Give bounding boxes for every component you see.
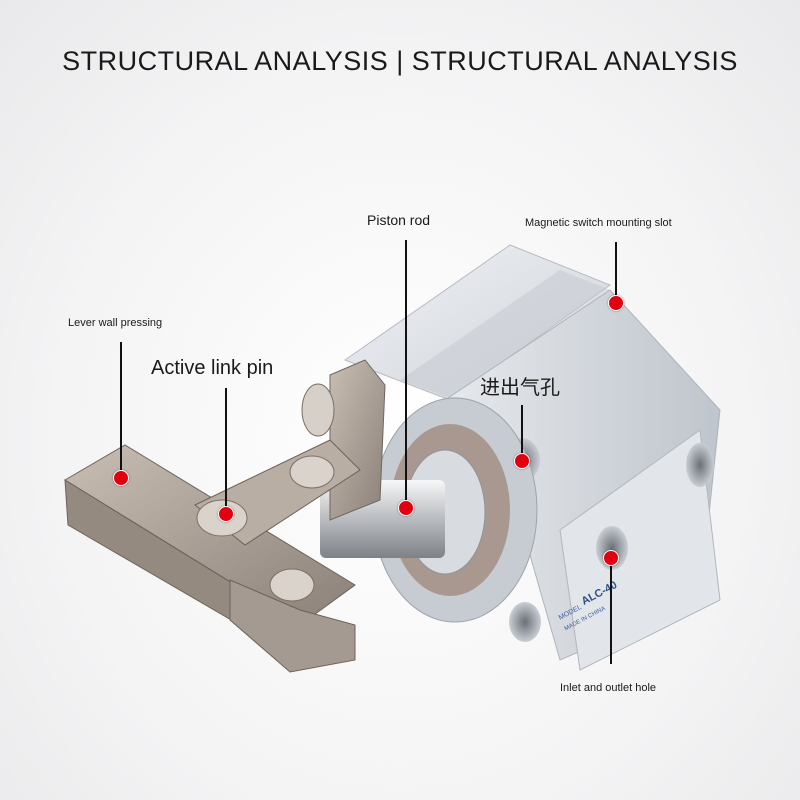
marker-inlet-outlet (603, 550, 619, 566)
label-lever-wall-pressing: Lever wall pressing (68, 317, 163, 329)
label-inlet-outlet-hole: Inlet and outlet hole (560, 682, 657, 694)
leader-magnetic-slot (615, 242, 617, 302)
link-pin-2 (289, 455, 335, 489)
leader-lever (120, 342, 122, 478)
label-piston-rod: Piston rod (367, 212, 431, 228)
leader-link-pin (225, 388, 227, 514)
top-pin (301, 383, 335, 437)
label-air-hole-cn: 进出气孔 (480, 375, 560, 399)
cylinder-body-endface (559, 429, 721, 671)
marker-link-pin (218, 506, 234, 522)
leader-air-hole (521, 405, 523, 461)
mount-hole (509, 602, 541, 642)
marker-air-hole (514, 453, 530, 469)
page-title: STRUCTURAL ANALYSIS | STRUCTURAL ANALYSI… (62, 46, 738, 76)
link-pin-3 (269, 568, 315, 602)
marker-lever (113, 470, 129, 486)
air-port-side (686, 443, 714, 487)
marker-magnetic-slot (608, 295, 624, 311)
pivot-bracket (329, 359, 386, 521)
marker-piston-rod (398, 500, 414, 516)
label-magnetic-switch-slot: Magnetic switch mounting slot (525, 217, 672, 229)
lever-tip-block (229, 579, 356, 673)
leader-inlet-outlet (610, 558, 612, 664)
label-active-link-pin: Active link pin (151, 357, 274, 379)
cylinder-body-slot (400, 270, 610, 400)
leader-piston-rod (405, 240, 407, 508)
